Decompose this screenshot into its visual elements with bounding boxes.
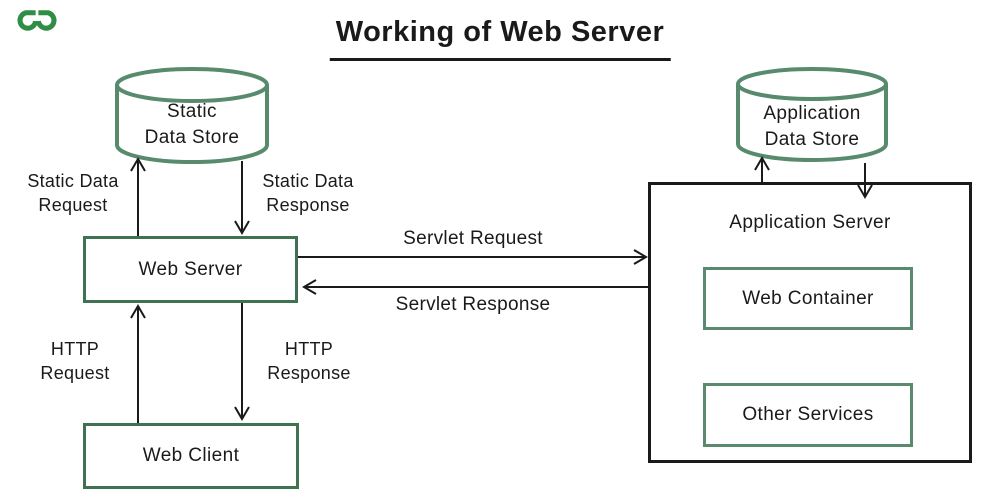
database-cylinder-icon bbox=[115, 67, 269, 164]
application-data-store-node: Application Data Store bbox=[733, 64, 891, 166]
web-container-label: Web Container bbox=[742, 287, 874, 309]
web-server-label: Web Server bbox=[138, 258, 243, 280]
application-server-node: Application Server Web Container Other S… bbox=[648, 182, 972, 463]
servlet-request-label: Servlet Request bbox=[403, 228, 543, 249]
static-data-store-label: Static Data Store bbox=[144, 101, 240, 148]
logo-right-g bbox=[35, 10, 57, 31]
static-data-response-label: Static Data Response bbox=[262, 171, 354, 215]
web-client-node: Web Client bbox=[83, 423, 299, 489]
page-title: Working of Web Server bbox=[329, 16, 671, 61]
http-request-label: HTTP Request bbox=[40, 339, 110, 383]
servlet-request-arrow bbox=[298, 249, 648, 265]
other-services-label: Other Services bbox=[742, 404, 874, 425]
servlet-response-arrow bbox=[302, 279, 648, 295]
web-client-label: Web Client bbox=[142, 445, 240, 466]
web-container-node: Web Container bbox=[703, 267, 913, 330]
other-services-node: Other Services bbox=[703, 383, 913, 447]
application-server-label: Application Server bbox=[729, 212, 891, 233]
application-data-store-label: Application Data Store bbox=[763, 103, 861, 150]
http-response-label: HTTP Response bbox=[267, 339, 351, 383]
web-server-node: Web Server bbox=[83, 236, 298, 303]
servlet-response-label: Servlet Response bbox=[395, 294, 551, 315]
geeksforgeeks-logo-icon bbox=[17, 10, 57, 31]
database-cylinder-icon bbox=[736, 67, 888, 162]
logo-left-g bbox=[17, 10, 39, 31]
static-data-request-label: Static Data Request bbox=[27, 171, 119, 215]
static-data-store-node: Static Data Store bbox=[112, 64, 272, 168]
